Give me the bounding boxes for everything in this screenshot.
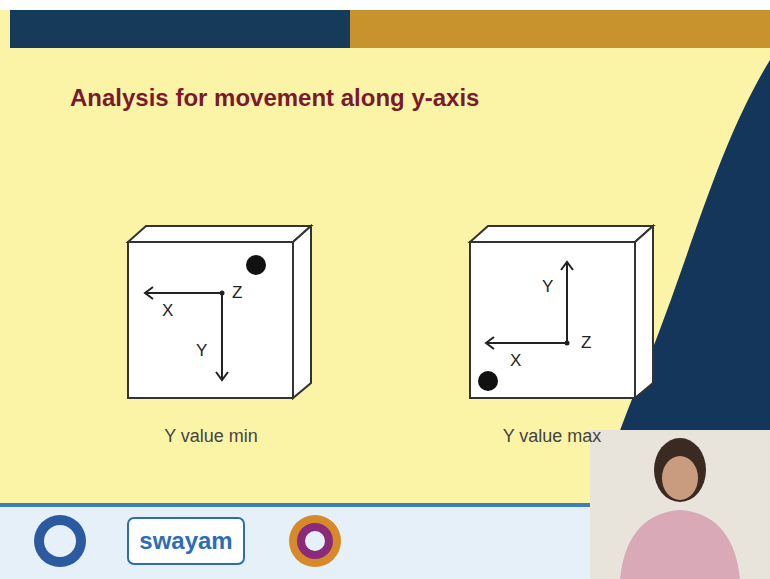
axis-label: X (510, 352, 521, 369)
swayam-logo (128, 518, 244, 564)
speaker-head (654, 438, 706, 502)
speaker-face (662, 456, 698, 500)
box-right (470, 226, 653, 398)
axis-origin (565, 341, 570, 346)
caption-min: Y value min (164, 426, 258, 447)
axis-label: X (162, 302, 173, 319)
emblem-logo (297, 523, 333, 559)
box-left (128, 226, 311, 398)
ball (478, 371, 498, 391)
axis-label: Y (542, 278, 553, 295)
speaker-body (620, 510, 740, 579)
logo-text: swayam (139, 527, 232, 555)
top-strip (0, 0, 770, 10)
slide-title: Analysis for movement along y-axis (70, 84, 479, 112)
header-band (10, 10, 350, 48)
axis-label: Z (232, 284, 242, 301)
axis-arrows (145, 262, 573, 380)
logo-bar (0, 503, 590, 579)
axis-label: Y (196, 342, 207, 359)
ball (246, 255, 266, 275)
emblem-logo (305, 531, 325, 551)
header-band (350, 10, 770, 48)
institute-logo (44, 525, 76, 557)
box-face: Z X Y (470, 242, 635, 398)
speaker-video (590, 430, 770, 579)
axis-label: Z (581, 334, 591, 351)
axis-origin (220, 291, 225, 296)
box-face: Z X Y (128, 242, 293, 398)
caption-max: Y value max (503, 426, 602, 447)
logo-bar-edge (0, 503, 590, 507)
emblem-logo (289, 515, 341, 567)
institute-logo (34, 515, 86, 567)
